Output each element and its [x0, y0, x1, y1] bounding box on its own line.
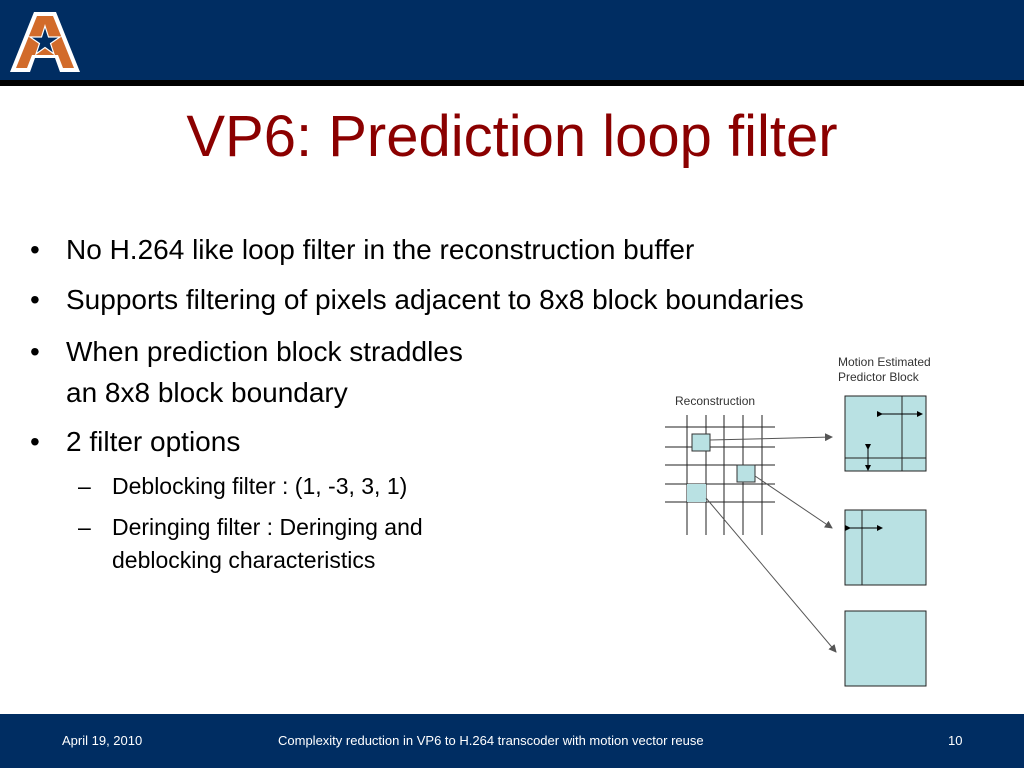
bullet-text: Supports filtering of pixels adjacent to…	[66, 284, 804, 315]
header-bar	[0, 0, 1024, 80]
bullet-text: 2 filter options	[66, 426, 241, 457]
reconstruction-label: Reconstruction	[675, 394, 755, 408]
bullet-item: • 2 filter options	[30, 422, 241, 462]
sub-bullet-text: deblocking characteristics	[112, 547, 376, 573]
motion-label-line1: Motion Estimated	[838, 355, 931, 369]
bullet-item: • When prediction block straddles	[30, 332, 463, 372]
reconstruction-grid	[665, 415, 775, 535]
prediction-diagram: Motion Estimated Predictor Block Reconst…	[665, 355, 931, 687]
reconstruction-block-3	[687, 484, 706, 502]
bullet-glyph: •	[30, 234, 40, 265]
sub-bullet-item: – Deringing filter : Deringing and	[78, 510, 423, 544]
bullet-glyph: •	[30, 336, 40, 367]
bullet-continuation: an 8x8 block boundary	[66, 373, 348, 413]
predictor-block-1	[844, 395, 927, 472]
sub-bullet-text: Deblocking filter : (1, -3, 3, 1)	[112, 473, 408, 499]
motion-label-line2: Predictor Block	[838, 370, 920, 384]
footer-bar: April 19, 2010 Complexity reduction in V…	[0, 714, 1024, 768]
footer-caption: Complexity reduction in VP6 to H.264 tra…	[278, 733, 704, 748]
sub-bullet-item: – Deblocking filter : (1, -3, 3, 1)	[78, 469, 408, 503]
bullet-item: • No H.264 like loop filter in the recon…	[30, 230, 695, 270]
bullet-text: No H.264 like loop filter in the reconst…	[66, 234, 695, 265]
bullet-item: • Supports filtering of pixels adjacent …	[30, 280, 804, 320]
page-number: 10	[948, 733, 963, 748]
dash-glyph: –	[78, 514, 91, 540]
bullet-glyph: •	[30, 426, 40, 457]
bullet-glyph: •	[30, 284, 40, 315]
header-rule	[0, 80, 1024, 86]
university-logo-icon	[10, 12, 80, 72]
predictor-block-3	[844, 610, 927, 687]
bullet-text: an 8x8 block boundary	[66, 377, 348, 408]
footer-date: April 19, 2010	[62, 733, 143, 748]
dash-glyph: –	[78, 473, 91, 499]
motion-arrows	[705, 433, 837, 653]
slide-title: VP6: Prediction loop filter	[186, 104, 838, 169]
reconstruction-block-1	[691, 433, 711, 452]
predictor-block-2	[844, 509, 927, 586]
sub-bullet-continuation: deblocking characteristics	[112, 543, 375, 577]
reconstruction-block-2	[736, 464, 756, 483]
bullet-text: When prediction block straddles	[66, 336, 463, 367]
sub-bullet-text: Deringing filter : Deringing and	[112, 514, 423, 540]
